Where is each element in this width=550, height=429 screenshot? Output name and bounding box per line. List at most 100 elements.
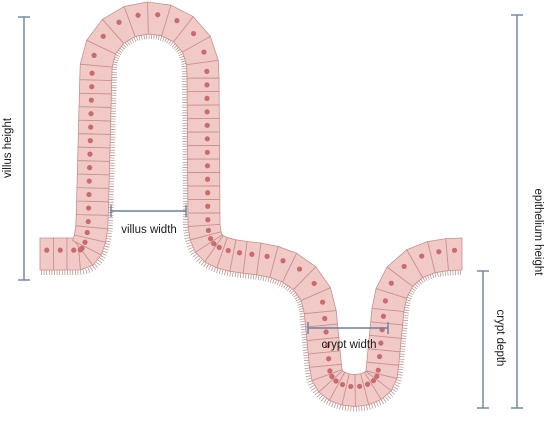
epithelial-cell (75, 214, 109, 230)
microvillus (296, 300, 302, 304)
cell-nucleus (91, 52, 97, 58)
microvillus (198, 259, 203, 264)
microvillus (361, 406, 363, 412)
epithelium-tissue (39, 1, 463, 412)
microvillus (105, 240, 111, 243)
microvillus (333, 403, 337, 409)
microvillus (205, 264, 209, 269)
cell-nucleus (364, 381, 371, 387)
microvillus (291, 291, 297, 296)
microvillus (422, 277, 426, 282)
cell-nucleus (324, 342, 330, 348)
epithelium-height-label: epithelium height (532, 189, 544, 277)
microvillus (344, 405, 347, 411)
cell-nucleus (155, 12, 161, 18)
microvillus (107, 230, 113, 232)
epithelial-cell (39, 237, 54, 271)
cell-nucleus (451, 247, 458, 253)
cell-nucleus (89, 84, 95, 90)
microvillus (120, 45, 126, 50)
epithelial-cell (186, 118, 220, 133)
microvillus (427, 275, 430, 280)
microvillus (267, 277, 270, 283)
cell-nucleus (204, 122, 210, 128)
microvillus (444, 270, 447, 276)
microvillus (186, 244, 192, 248)
microvillus (239, 272, 242, 278)
microvillus (113, 58, 119, 62)
cell-nucleus (382, 298, 389, 304)
microvillus (171, 43, 176, 48)
microvillus (106, 238, 112, 240)
cell-nucleus (86, 191, 92, 198)
microvillus (288, 288, 293, 293)
microvillus (192, 253, 197, 258)
microvillus (179, 55, 185, 59)
microvillus (307, 380, 313, 383)
microvillus (183, 229, 189, 231)
microvillus (325, 399, 330, 405)
microvillus (242, 273, 244, 279)
cell-nucleus (87, 165, 93, 171)
epithelial-cell (187, 172, 221, 187)
cell-nucleus (322, 315, 328, 322)
microvillus (115, 54, 121, 57)
microvillus (404, 304, 410, 307)
microvillus (305, 372, 311, 375)
microvillus (314, 391, 319, 396)
epithelial-cell (77, 146, 111, 162)
microvillus (170, 41, 174, 46)
epithelial-cell (76, 160, 111, 176)
microvillus (341, 405, 344, 411)
microvillus (405, 301, 411, 304)
cell-nucleus (79, 245, 85, 251)
cell-nucleus (249, 251, 255, 257)
microvillus (394, 384, 400, 387)
microvillus (203, 262, 207, 268)
microvillus (117, 49, 123, 53)
cell-nucleus (333, 378, 339, 384)
cell-nucleus (205, 190, 211, 196)
microvillus (164, 37, 168, 43)
microvillus (190, 251, 196, 255)
microvillus (416, 281, 421, 286)
measurement-lines (18, 14, 523, 409)
epithelial-cell (77, 119, 112, 135)
microvillus (116, 51, 122, 55)
cell-nucleus (225, 247, 231, 254)
microvillus (122, 43, 127, 48)
crypt-depth-bar (477, 270, 489, 409)
microvillus (226, 270, 229, 276)
microvillus (82, 269, 85, 275)
microvillus (178, 53, 184, 57)
cell-nucleus (380, 313, 387, 319)
microvillus (281, 282, 285, 288)
microvillus (181, 63, 187, 65)
microvillus (285, 285, 289, 290)
crypt-width-bar (307, 322, 389, 334)
cell-nucleus (207, 236, 214, 242)
villus-width-bar (110, 205, 187, 217)
microvillus (442, 271, 444, 277)
cell-nucleus (327, 368, 333, 374)
microvillus (276, 280, 280, 286)
cell-nucleus (44, 247, 50, 253)
microvillus (378, 400, 382, 406)
microvillus (308, 382, 314, 386)
microvillus (305, 375, 311, 378)
microvillus (388, 392, 393, 397)
microvillus (168, 40, 172, 45)
microvillus (412, 285, 418, 290)
villus-height-bar (18, 16, 30, 281)
microvillus (140, 34, 143, 40)
microvillus (424, 276, 428, 281)
microvillus (186, 242, 192, 245)
microvillus (97, 259, 103, 264)
microvillus (363, 405, 366, 411)
microvillus (318, 395, 323, 400)
microvillus (278, 281, 282, 287)
crypt-width-label: crypt width (322, 339, 377, 351)
cell-nucleus (378, 340, 384, 346)
microvillus (173, 44, 178, 49)
microvillus (403, 309, 410, 311)
